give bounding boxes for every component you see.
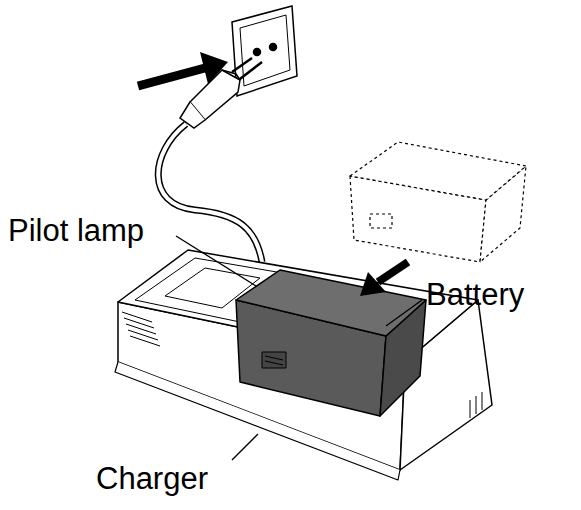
part-label: Charger xyxy=(96,462,208,496)
ghost-top xyxy=(350,142,526,200)
arrow-head xyxy=(200,52,228,84)
leader-line xyxy=(232,434,258,460)
part-label: Pilot lamp xyxy=(8,214,144,248)
battery-outline xyxy=(350,142,526,262)
socket-plate xyxy=(232,6,297,96)
part-label: Battery xyxy=(426,278,524,312)
vent-slots xyxy=(470,392,482,418)
insert-arrow xyxy=(360,262,408,296)
battery-top xyxy=(236,270,426,336)
battery xyxy=(236,270,426,416)
arrow-shaft xyxy=(138,68,205,86)
insert-arrow xyxy=(138,52,228,86)
socket-hole xyxy=(270,44,277,51)
leader-lines xyxy=(176,236,422,460)
vent-slots xyxy=(122,312,160,346)
wall-socket xyxy=(232,6,297,96)
cord-fill xyxy=(158,124,262,262)
battery-grip xyxy=(262,352,286,368)
arrow-head xyxy=(360,272,386,296)
arrow-shaft xyxy=(378,262,408,282)
socket-rim xyxy=(240,15,290,86)
leader-line xyxy=(176,236,256,286)
ghost-grip xyxy=(370,214,392,228)
leader-line xyxy=(386,300,422,326)
plug-pin xyxy=(232,58,252,72)
plug-face xyxy=(222,70,240,80)
battery-grip-lines xyxy=(265,356,283,365)
cord-outline xyxy=(158,124,262,262)
socket-hole xyxy=(254,49,261,56)
